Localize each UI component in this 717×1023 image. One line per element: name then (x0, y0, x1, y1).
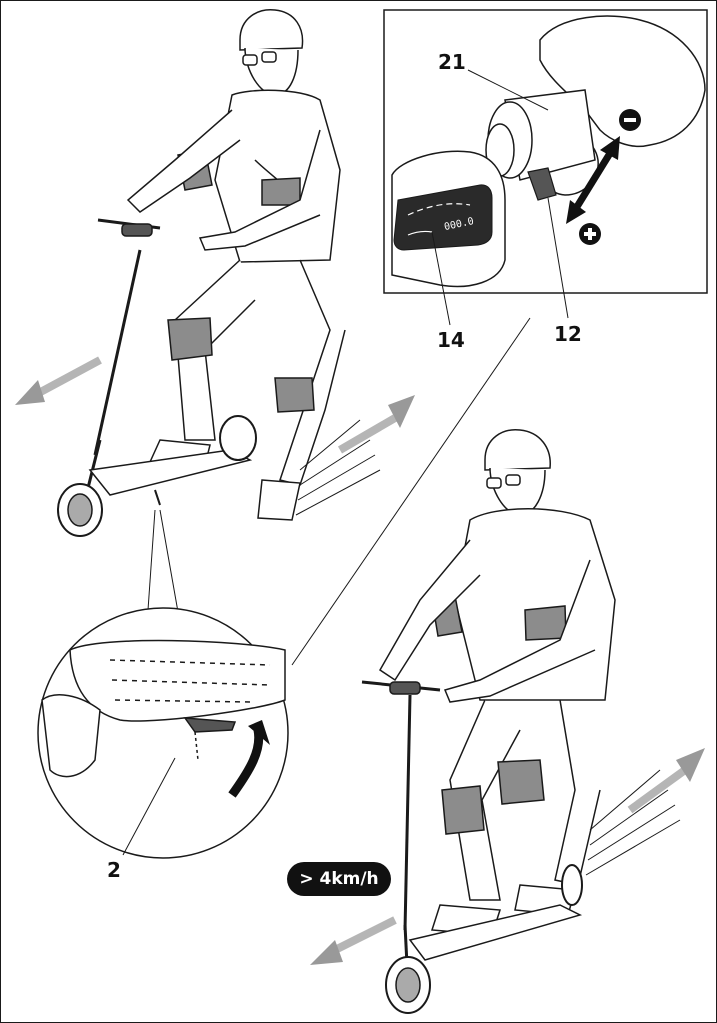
scooter-rider-top (15, 9, 415, 537)
display-screen (393, 184, 493, 251)
speed-badge: > 4km/h (287, 862, 391, 896)
deck (408, 904, 583, 961)
knee-pad-right (497, 759, 545, 805)
throttle-inset (383, 9, 708, 326)
knee-pad-left (167, 317, 213, 361)
callout-throttle: 21 (438, 50, 466, 74)
scooter-rider-bottom (310, 429, 705, 1014)
kickstand (183, 717, 237, 733)
knee-pad-right (274, 377, 315, 413)
knee-pad-left (441, 785, 485, 835)
deck (88, 449, 253, 496)
callout-lever: 12 (554, 322, 582, 346)
helmet (484, 429, 551, 471)
deck-detail (69, 639, 286, 722)
callout-kickstand: 2 (107, 858, 121, 882)
helmet (239, 9, 304, 51)
callout-display: 14 (437, 328, 465, 352)
kickstand-detail (37, 509, 289, 859)
arm-pad (261, 177, 301, 206)
arm-pad (524, 605, 567, 641)
throttle-lever (527, 167, 557, 201)
